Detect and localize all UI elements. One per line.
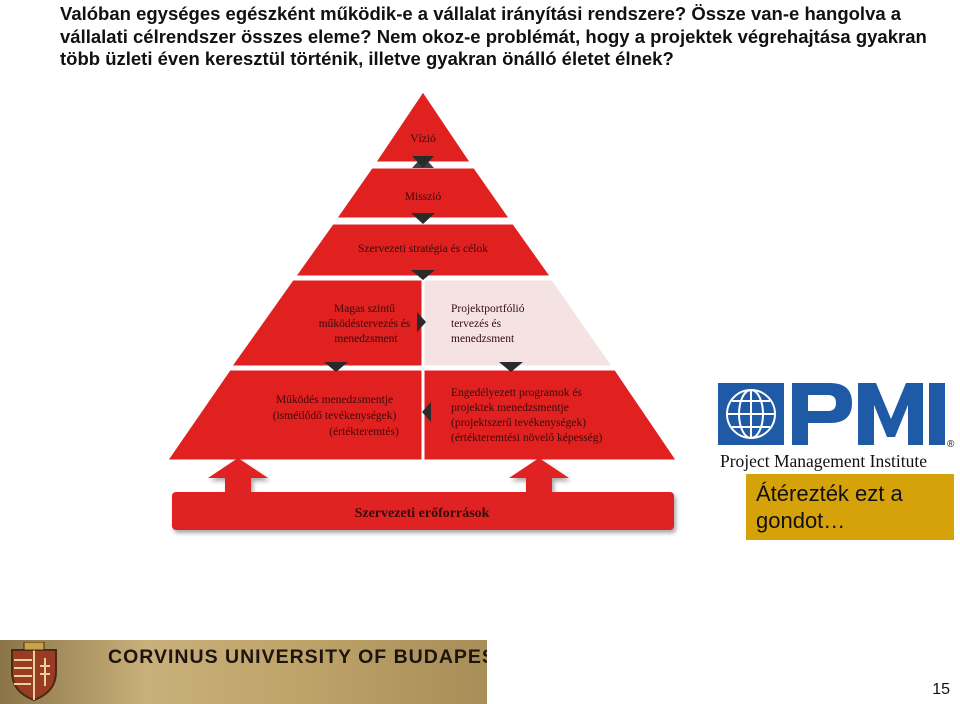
pyramid-tier-misszio: [336, 167, 510, 219]
arrow-down-icon: [499, 362, 523, 372]
arrow-down-icon: [411, 213, 435, 224]
label-eroforrasok: Szervezeti erőforrások: [355, 506, 490, 521]
label-misszio: Misszió: [405, 191, 442, 203]
callout-text: Átérezték ezt a gondot…: [756, 481, 903, 533]
pmi-letters: [792, 383, 945, 445]
pyramid-tier-engedelyezett: [423, 369, 677, 461]
arrow-down-icon: [324, 362, 348, 372]
label-engedelyezett: Engedélyezett programok és projektek men…: [451, 387, 603, 444]
pyramid-tier-strategia: [295, 223, 551, 277]
crest-icon: [11, 642, 57, 702]
label-mukodes: Működés menedzsmentje (ismétlődő tevéken…: [273, 394, 399, 438]
pmi-logo: ® Project Management Institute: [718, 383, 958, 473]
pmi-name: Project Management Institute: [720, 451, 927, 471]
label-portfolio: Projektportfólió tervezés és menedzsment: [451, 303, 527, 345]
strategy-pyramid-diagram: Vízió Misszió Szervezeti stratégia és cé…: [167, 91, 677, 530]
slide-question: Valóban egységes egészként működik-e a v…: [60, 3, 927, 69]
label-strategia: Szervezeti stratégia és célok: [358, 243, 488, 255]
label-vizio: Vízió: [410, 133, 436, 145]
arrow-up-icon: [208, 458, 268, 492]
arrow-right-icon: [417, 312, 426, 332]
pyramid-tier-magas-szintu: [231, 279, 423, 367]
pyramid-tier-mukodes: [167, 369, 423, 461]
pyramid-tier-vizio: [375, 91, 471, 163]
callout-box: Átérezték ezt a gondot…: [746, 474, 954, 540]
arrow-down-icon: [412, 156, 434, 168]
banner-text: CORVINUS UNIVERSITY OF BUDAPEST: [108, 646, 487, 668]
page-number: 15: [932, 681, 950, 698]
arrow-up-icon: [509, 458, 569, 492]
label-magas-szintu: Magas szintű működéstervezés és menedzsm…: [319, 303, 414, 345]
arrow-left-icon: [422, 402, 431, 422]
pmi-registered: ®: [947, 439, 955, 450]
arrow-down-icon: [411, 270, 435, 280]
corvinus-banner: CORVINUS UNIVERSITY OF BUDAPEST: [0, 640, 487, 704]
resources-bar: [172, 492, 674, 530]
pyramid-tier-portfolio: [423, 279, 613, 367]
globe-icon: [726, 389, 776, 439]
